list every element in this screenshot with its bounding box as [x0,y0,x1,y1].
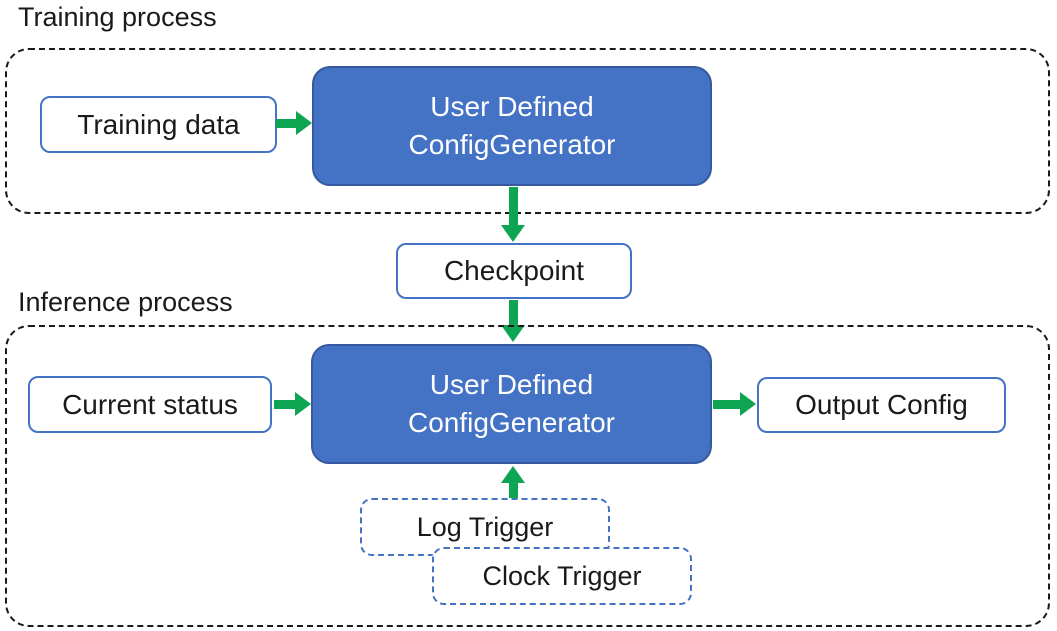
checkpoint-label: Checkpoint [443,255,585,286]
training-process-container [5,48,1050,214]
current-status-box: Current status [28,376,272,433]
arrow-head-right-icon [295,392,311,416]
arrow-shaft [509,482,518,498]
training-process-label: Training process [18,2,217,32]
checkpoint-box: Checkpoint [396,243,632,299]
log-trigger-label: Log Trigger [416,511,554,542]
arrow-shaft [274,400,296,409]
training-data-box: Training data [40,96,277,153]
current-status-label: Current status [62,388,238,420]
arrow-shaft [509,187,518,226]
config-generator-inference-line2: ConfigGenerator [407,407,615,438]
arrow-head-right-icon [740,392,756,416]
inference-process-label: Inference process [18,287,233,317]
clock-trigger-label: Clock Trigger [482,560,642,591]
arrow-shaft [509,300,518,326]
arrow-head-right-icon [296,111,312,135]
config-generator-training-line2: ConfigGenerator [408,129,616,160]
inference-process-container [5,325,1050,627]
output-config-box: Output Config [757,377,1006,433]
arrow-head-down-icon [501,325,525,342]
config-generator-inference-box: User Defined ConfigGenerator [311,344,712,464]
arrow-head-down-icon [501,225,525,242]
output-config-label: Output Config [795,389,968,420]
training-data-label: Training data [77,108,240,140]
arrow-shaft [713,400,741,409]
arrow-shaft [276,119,297,128]
log-trigger-box: Log Trigger [360,498,610,556]
arrow-head-up-icon [501,466,525,483]
config-generator-inference-line1: User Defined [429,369,594,400]
config-generator-training-line1: User Defined [430,91,594,122]
config-generator-training-box: User Defined ConfigGenerator [312,66,712,186]
clock-trigger-box: Clock Trigger [432,547,692,605]
